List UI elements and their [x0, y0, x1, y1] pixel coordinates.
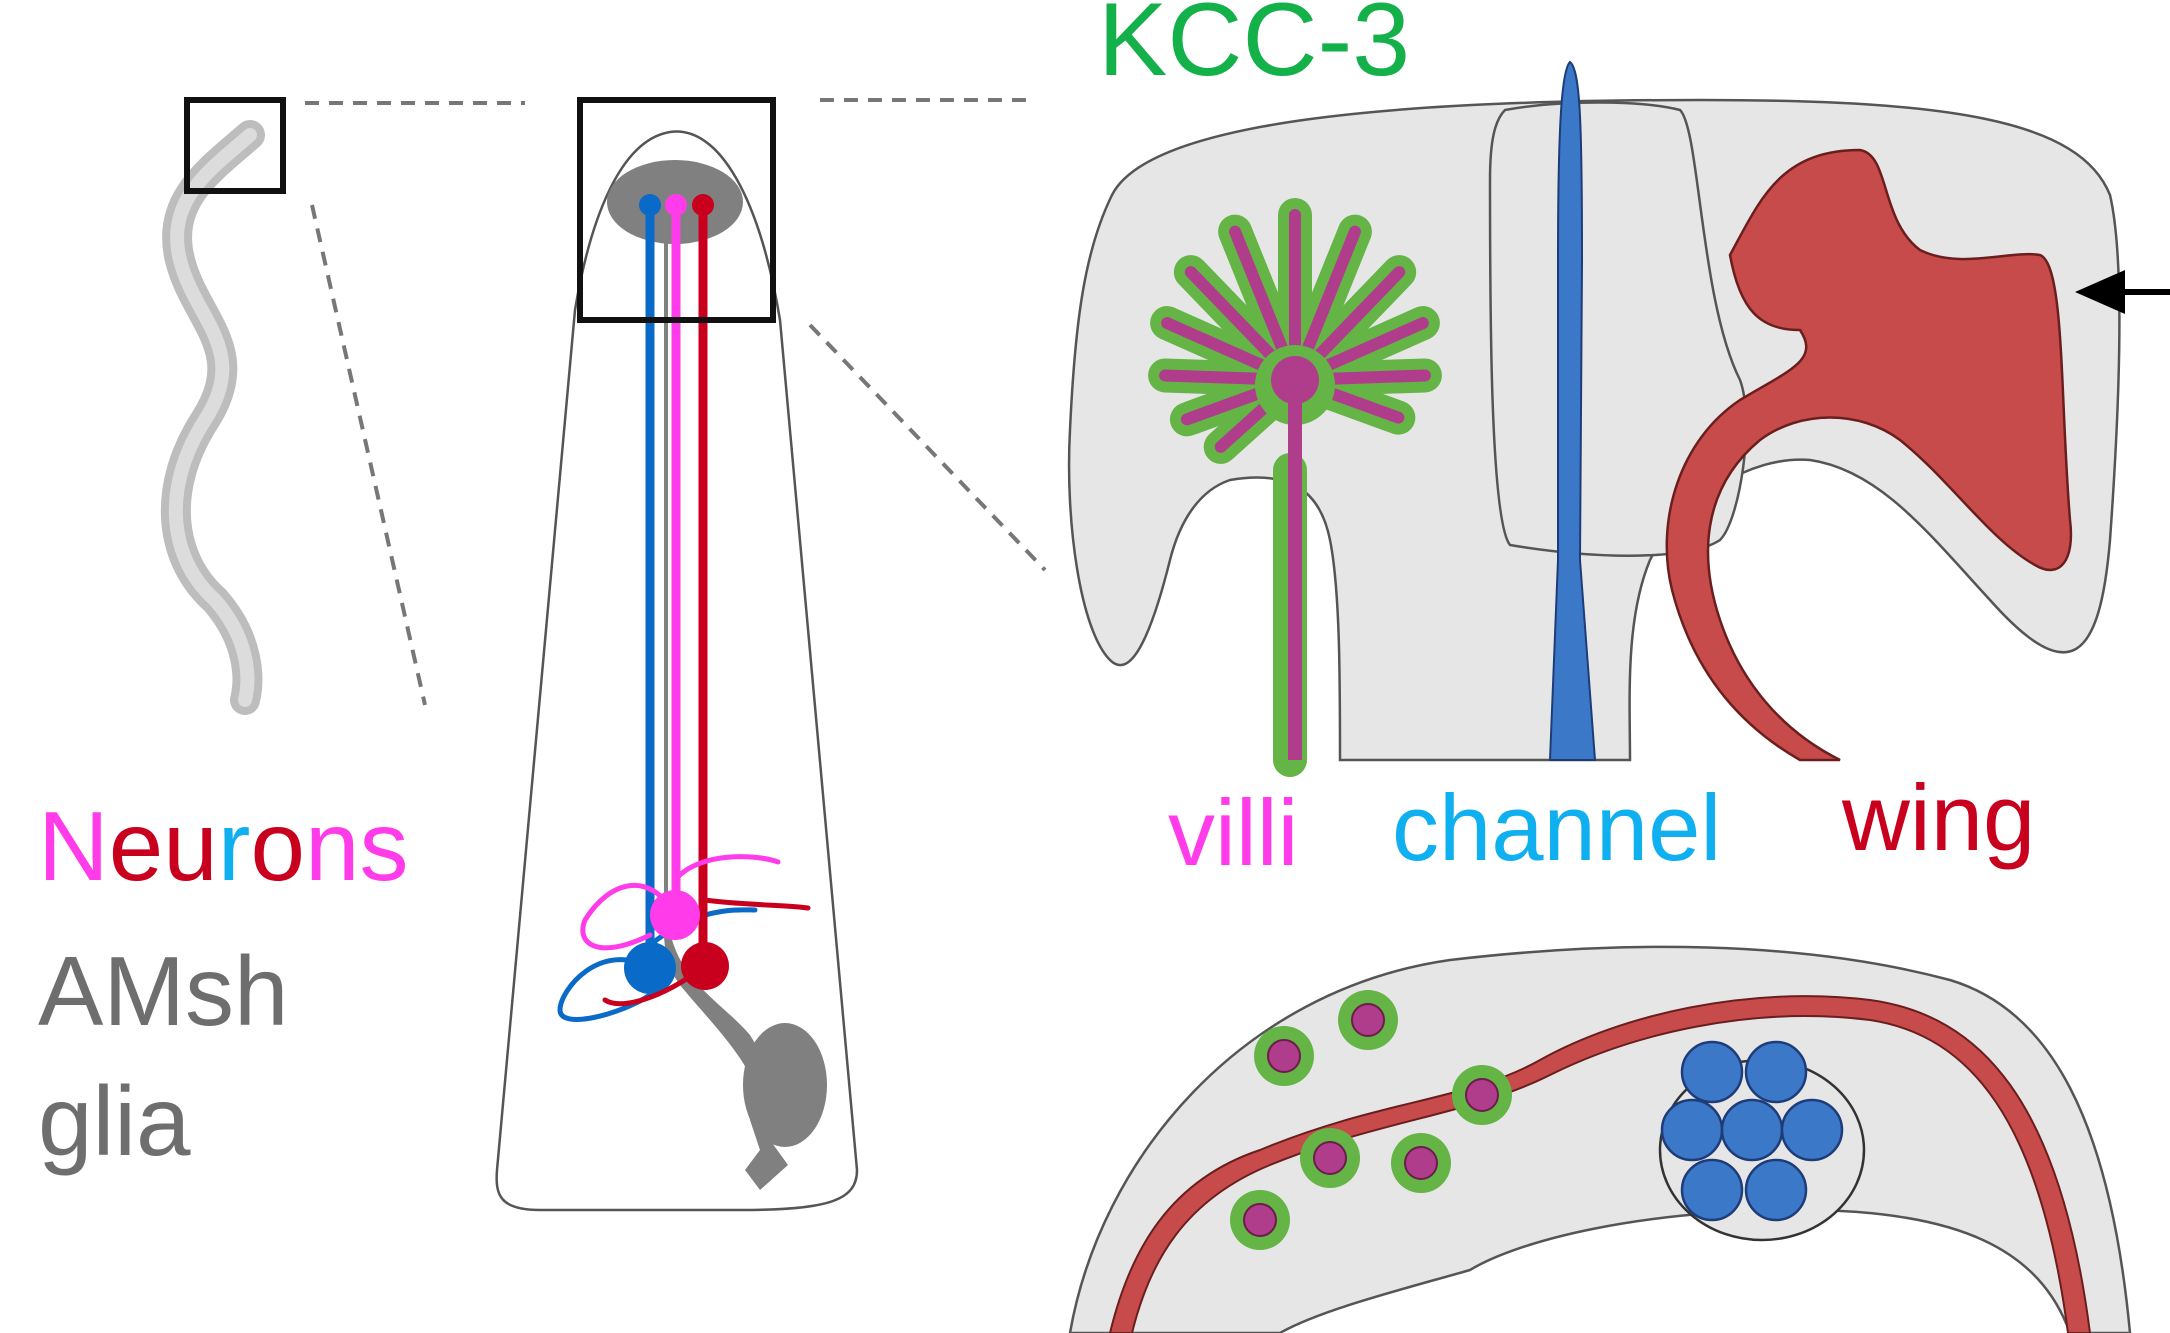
villi-cross-section-inner — [1313, 1141, 1347, 1175]
villi-cross-sections — [1230, 990, 1512, 1250]
channel-cilium-cross-section — [1720, 1098, 1784, 1162]
amsh-label: AMsh — [38, 936, 289, 1046]
villi-cross-section-inner — [1351, 1003, 1385, 1037]
channel-cilia-cross-sections — [1660, 1040, 1844, 1222]
worm-head-inset-box — [184, 97, 286, 194]
red-neuron-tip — [692, 194, 714, 216]
neurons-label-part: o — [250, 791, 305, 901]
villi-label: villi — [1168, 780, 1299, 885]
villi-cross-section-inner — [1465, 1078, 1499, 1112]
channel-cilium-cross-section — [1744, 1158, 1808, 1222]
villi-cilium — [1148, 198, 1442, 777]
kcc3-label: KCC-3 — [1098, 0, 1410, 98]
neurons-label-part: r — [218, 791, 251, 901]
wing-pointer-arrow — [2075, 270, 2170, 314]
magenta-neuron-tip — [665, 194, 687, 216]
wing-cilium — [1665, 148, 2073, 762]
neurons-label-part: eu — [109, 791, 218, 901]
channel-cilium-cross-section — [1780, 1098, 1844, 1162]
villi-cross-section-inner — [1404, 1146, 1438, 1180]
wing-label: wing — [1841, 765, 2035, 870]
neurons-label-part: N — [38, 791, 109, 901]
transverse-section — [1068, 945, 2132, 1333]
zoom-connector-lines — [305, 98, 1047, 706]
neurons-label-part: ns — [305, 791, 409, 901]
worm-illustration — [160, 120, 265, 715]
head-tip-inset-box — [577, 97, 776, 323]
villi-cross-section-inner — [1243, 1203, 1277, 1237]
channel-cilium-cross-section — [1680, 1158, 1744, 1222]
glia-label: glia — [38, 1066, 191, 1176]
neurons-label: Neurons — [38, 791, 408, 901]
channel-cilium-cross-section — [1660, 1098, 1724, 1162]
channel-cilium-cross-section — [1680, 1040, 1744, 1104]
channel-label: channel — [1392, 775, 1721, 880]
blue-neuron-tip — [639, 194, 661, 216]
villi-cross-section-inner — [1267, 1039, 1301, 1073]
channel-cilia — [1548, 60, 1597, 761]
glia-ending-detail — [1067, 60, 2121, 777]
channel-cilium-cross-section — [1744, 1040, 1808, 1104]
